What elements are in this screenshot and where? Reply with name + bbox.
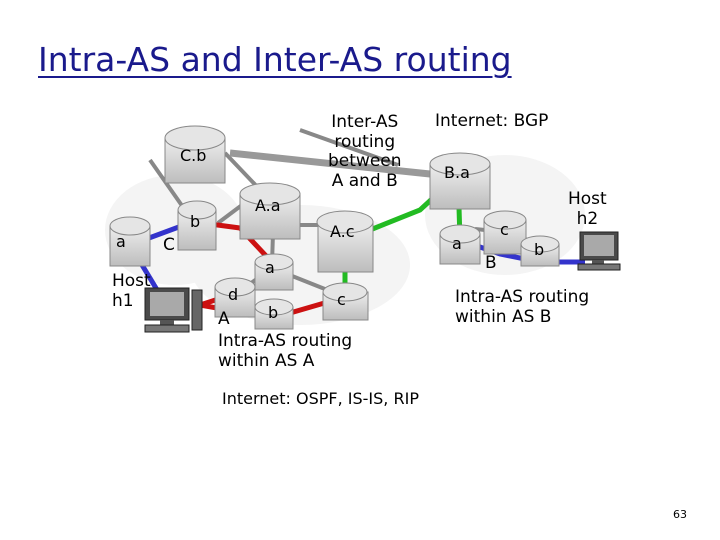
router-cb-shape [164,125,226,184]
router-ca-shape [109,216,151,267]
router-label-cb: C.b [180,146,207,165]
router-baa-shape [439,224,481,265]
host-h1-computer-icon [144,287,203,333]
router-asmall-shape [254,253,294,291]
router-label-ad: d [228,285,239,304]
router-ad-shape [214,277,256,318]
router-label-ca: a [116,232,126,251]
router-label-ac: A.c [330,222,355,241]
link-bgp-a [299,128,399,167]
router-aa-shape [239,182,301,240]
internet-igp-label: Internet: OSPF, IS-IS, RIP [222,389,419,408]
router-ba-shape [429,152,491,210]
router-label-asmall: a [265,258,275,277]
host-h2-label: Host h2 [568,189,607,229]
internet-bgp-label: Internet: BGP [435,111,549,131]
intra-as-a-label: Intra-AS routing within AS A [218,331,353,371]
slide-title: Intra-AS and Inter-AS routing [38,40,512,79]
page-number: 63 [673,508,687,521]
router-label-bc: c [500,220,509,239]
inter-as-label: Inter-AS routing between A and B [328,112,402,191]
router-label-acc: c [337,290,346,309]
router-ab-shape [254,298,294,330]
router-label-bb: b [534,240,545,259]
as-c-label: C [163,235,175,255]
router-label-aa: A.a [255,196,281,215]
inter-as-link-c-a [229,149,431,178]
router-label-ba: B.a [444,163,470,182]
router-bc-shape [483,210,527,255]
router-cbb-shape [177,200,217,251]
host-h2-computer-icon [577,231,621,271]
router-label-baa: a [452,234,462,253]
router-ac-shape [316,210,374,273]
host-h1-label: Host h1 [112,271,151,311]
router-label-ab: b [268,303,279,322]
as-a-label: A [218,309,230,329]
intra-as-b-label: Intra-AS routing within AS B [455,287,590,327]
router-acc-shape [322,282,369,321]
router-bb-shape [520,235,560,267]
as-b-label: B [485,253,497,273]
router-label-cbb: b [190,212,201,231]
